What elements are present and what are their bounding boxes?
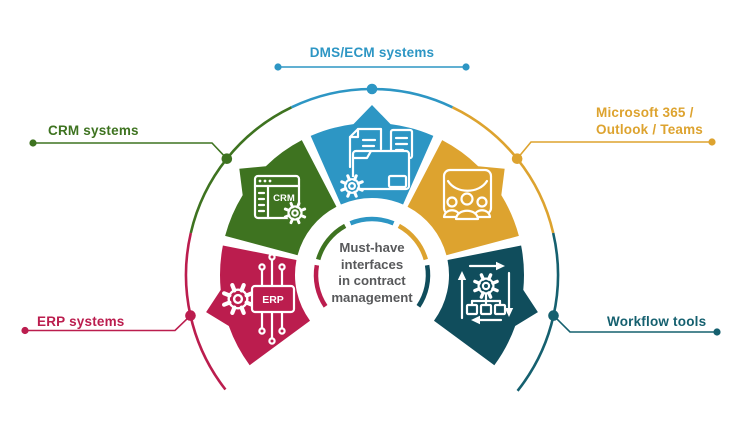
- node-erp: [185, 310, 196, 321]
- connector-dot-crm: [29, 139, 37, 147]
- connector-workflow: [552, 315, 717, 333]
- center-title: Must-have interfaces in contract managem…: [331, 240, 413, 305]
- connector-dot-dms: [462, 63, 470, 71]
- erp-chip-gear-icon: ERP: [222, 253, 296, 345]
- node-crm: [221, 153, 233, 164]
- label-workflow-tools: Workflow tools: [607, 314, 707, 329]
- connector-dot-erp: [21, 326, 29, 335]
- connector-crm: [33, 142, 228, 160]
- segment-crm: [225, 140, 337, 256]
- connector-erp: [25, 314, 192, 332]
- ring-arc-crm: [316, 223, 347, 261]
- node-workflow: [548, 310, 559, 321]
- label-erp-systems: ERP systems: [37, 314, 125, 329]
- ring-arc-workflow: [416, 264, 431, 308]
- connector-m365: [516, 141, 712, 160]
- ring-arc-dms: [349, 216, 395, 226]
- crm-icon-text: CRM: [273, 193, 295, 204]
- connector-dot-dms: [274, 63, 282, 71]
- node-m365: [511, 153, 523, 164]
- label-microsoft-365-outlook-teams: Microsoft 365 / Outlook / Teams: [596, 105, 704, 137]
- erp-icon-text: ERP: [262, 294, 284, 306]
- label-dms-ecm-systems: DMS/ECM systems: [309, 45, 435, 60]
- connector-dot-m365: [708, 138, 716, 146]
- ring-arc-erp: [313, 264, 328, 308]
- gear-orgchart-cycle-icon: [457, 261, 514, 325]
- documents-folder-gear-icon: [340, 127, 414, 198]
- ring-arc-m365: [397, 223, 428, 261]
- label-crm-systems: CRM systems: [48, 123, 139, 138]
- node-dms: [366, 83, 378, 95]
- connector-dot-workflow: [713, 328, 721, 336]
- crm-browser-gear-icon: CRM: [253, 174, 307, 225]
- envelope-people-icon: [442, 168, 493, 221]
